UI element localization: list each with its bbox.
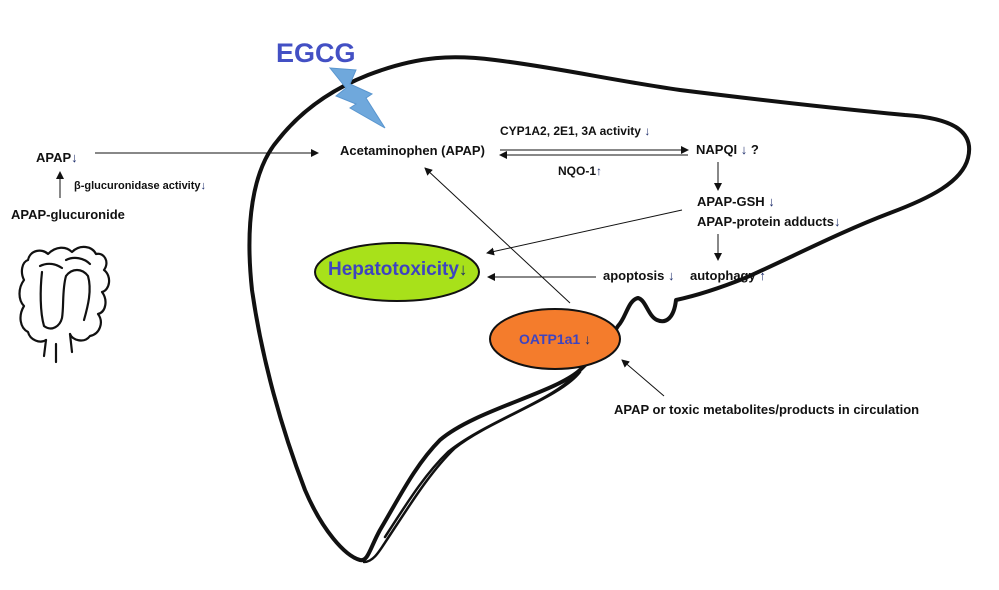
liver-outline (247, 55, 972, 564)
hepatotoxicity-label: Hepatotoxicity↓ (328, 259, 468, 280)
arrow-circulation-to-oatp (621, 359, 665, 397)
arrow-adducts-to-hepatotoxicity (486, 209, 683, 256)
acetaminophen-label: Acetaminophen (APAP) (340, 143, 485, 158)
glucuronidase-label: β-glucuronidase activity↓ (74, 180, 207, 192)
apap-gsh-label: APAP-GSH ↓ (697, 194, 775, 209)
napqi-label: NAPQI ↓ ? (696, 142, 759, 157)
apap-label: APAP↓ (36, 150, 78, 165)
oatp1a1-label: OATP1a1 ↓ (519, 331, 592, 347)
autophagy-label: autophagy ↑ (690, 268, 766, 283)
apap-glucuronide-label: APAP-glucuronide (11, 207, 125, 222)
hepatotoxicity-oval (314, 242, 480, 302)
oatp1a1-oval (489, 308, 621, 370)
apap-protein-adducts-label: APAP-protein adducts↓ (697, 214, 841, 229)
apoptosis-label: apoptosis ↓ (603, 268, 675, 283)
nqo1-label: NQO-1↑ (558, 164, 603, 178)
intestine-icon (18, 245, 111, 364)
lightning-bolt-icon (328, 67, 386, 129)
arrow-oatp-to-acetaminophen (424, 167, 571, 304)
egcg-title: EGCG (276, 38, 356, 68)
cyp-activity-label: CYP1A2, 2E1, 3A activity ↓ (500, 124, 651, 138)
pathway-arrows (56, 146, 722, 397)
circulation-label: APAP or toxic metabolites/products in ci… (614, 402, 920, 417)
